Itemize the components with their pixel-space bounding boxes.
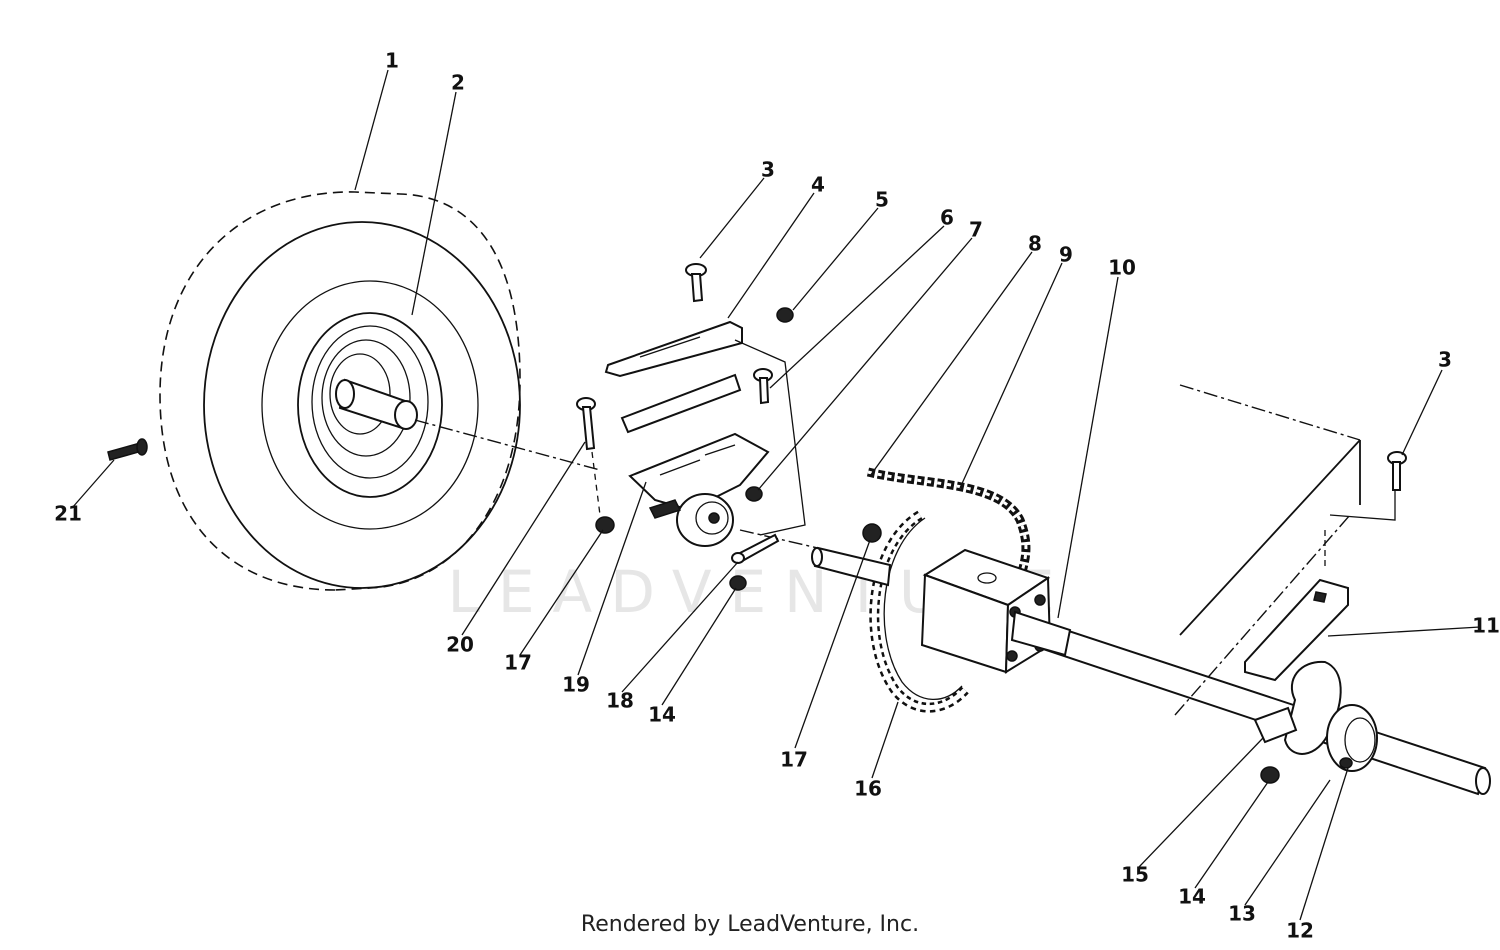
callouts: 1 2 3 4 5 6 7 8 9 10 3 11 21 20 17 19 18… [54, 49, 1500, 943]
callout-6: 6 [940, 206, 954, 230]
chain-8 [866, 467, 1031, 574]
bearing-collar-12 [1326, 704, 1378, 772]
bolt-18 [731, 533, 780, 564]
carriage-bolt-3-right [1324, 451, 1407, 568]
callout-20: 20 [446, 633, 474, 657]
callout-14a: 14 [648, 703, 676, 727]
idler-pulley [648, 493, 734, 547]
callout-4: 4 [811, 173, 825, 197]
callout-1: 1 [385, 49, 399, 73]
nut-17-left [595, 516, 615, 534]
callout-3b: 3 [1438, 348, 1452, 372]
mount-plate-19 [628, 339, 806, 536]
callout-13: 13 [1228, 902, 1256, 926]
carriage-bolt-20 [576, 397, 601, 516]
callout-7: 7 [969, 218, 983, 242]
callout-2: 2 [451, 71, 465, 95]
carriage-bolt-6 [753, 368, 773, 405]
leader-lines [71, 69, 1481, 921]
nut-17-right [862, 523, 882, 543]
callout-3a: 3 [761, 158, 775, 182]
nut-14-right [1260, 766, 1280, 784]
callout-21: 21 [54, 502, 82, 526]
nut-5 [776, 307, 794, 323]
nut-14-left [729, 575, 747, 591]
callout-18: 18 [606, 689, 634, 713]
callout-17a: 17 [504, 651, 532, 675]
callout-11: 11 [1472, 614, 1500, 638]
top-plate-4 [604, 320, 743, 378]
axle-shaft [1010, 610, 1491, 796]
callout-14b: 14 [1178, 885, 1206, 909]
sprocket-16 [869, 510, 969, 713]
footer-credit: Rendered by LeadVenture, Inc. [580, 912, 920, 937]
axle-centerline [414, 419, 601, 471]
callout-8: 8 [1028, 232, 1042, 256]
tire [159, 191, 521, 591]
bolt-21 [107, 438, 148, 461]
wheel-rim [297, 312, 443, 498]
spacer-plate [620, 373, 742, 434]
nut-7 [745, 486, 763, 502]
callout-15: 15 [1121, 863, 1149, 887]
callout-16: 16 [854, 777, 882, 801]
bearing-strap-11 [1244, 578, 1349, 682]
callout-10: 10 [1108, 256, 1136, 280]
callout-12: 12 [1286, 919, 1314, 943]
callout-9: 9 [1059, 243, 1073, 267]
callout-17b: 17 [780, 748, 808, 772]
gearbox [920, 548, 1052, 674]
callout-19: 19 [562, 673, 590, 697]
callout-5: 5 [875, 188, 889, 212]
carriage-bolt-3 [685, 263, 707, 303]
